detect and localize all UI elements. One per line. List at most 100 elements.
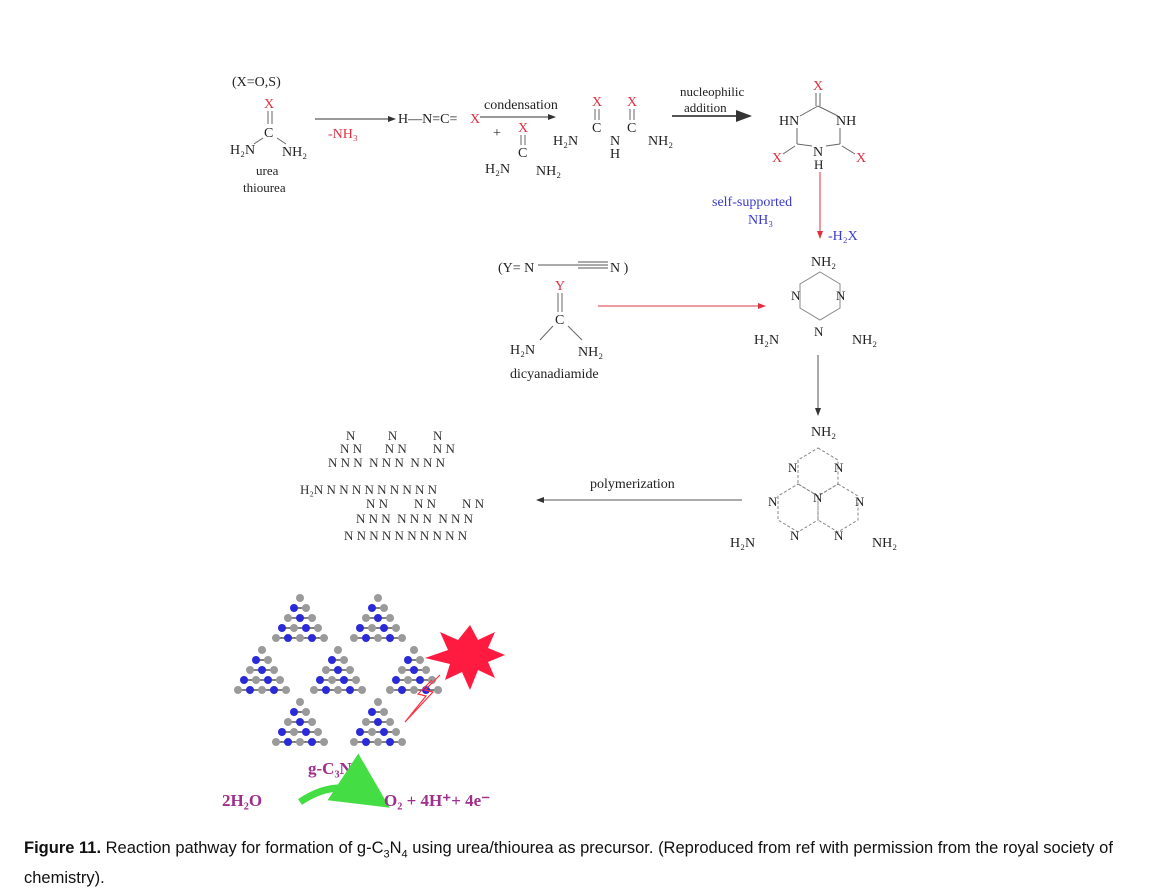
carbon-atom (290, 624, 298, 632)
c-atom: C (264, 126, 273, 141)
c-atom: C (518, 146, 527, 161)
amine-label: NH₂ (872, 536, 897, 551)
carbon-atom (264, 656, 272, 664)
isocyanic-acid: H—N=C= (398, 112, 457, 127)
carbon-atom (410, 686, 418, 694)
carbon-atom (350, 634, 358, 642)
lightning-icon (404, 674, 441, 723)
n-atom: N (788, 460, 798, 475)
nitrogen-atom (296, 718, 304, 726)
x-atom: X (627, 95, 637, 110)
nitrogen-atom (386, 738, 394, 746)
carbon-atom (374, 634, 382, 642)
nitrogen-atom (374, 718, 382, 726)
nitrogen-atom (270, 686, 278, 694)
polymer-row: N N N N N N N N N (328, 455, 446, 470)
melem-structure: NH₂ N N N N N N N H₂N NH₂ (730, 425, 897, 551)
carbon-atom (284, 718, 292, 726)
carbon-atom (302, 708, 310, 716)
nitrogen-atom (316, 676, 324, 684)
carbon-atom (246, 666, 254, 674)
nh3-label: NH₃ (748, 213, 773, 228)
c-atom: C (627, 121, 636, 136)
nitrogen-atom (264, 676, 272, 684)
carbon-atom (334, 686, 342, 694)
nitrogen-atom (278, 624, 286, 632)
carbon-atom (310, 686, 318, 694)
nitrogen-atom (258, 666, 266, 674)
n-atom: N (834, 460, 844, 475)
carbon-atom (380, 604, 388, 612)
carbon-atom (350, 738, 358, 746)
amine-label: H₂N (230, 143, 255, 158)
dicyandiamide-structure: (Y= N N ) Y C H₂N NH₂ dicyanadiamide (498, 261, 629, 382)
n-atom: N (836, 288, 846, 303)
carbon-atom (392, 624, 400, 632)
nitrogen-atom (380, 624, 388, 632)
nitrogen-atom (356, 728, 364, 736)
nitrogen-atom (308, 634, 316, 642)
polymer-row: N N N (346, 428, 443, 443)
n-atom: N (855, 494, 865, 509)
nitrogen-atom (398, 686, 406, 694)
oxygen-evolution-label: O₂ + 4H⁺+ 4e⁻ (384, 791, 490, 810)
nitrogen-atom (252, 656, 260, 664)
x-atom: X (813, 79, 823, 94)
light-burst-icon (425, 625, 505, 690)
carbon-atom (258, 686, 266, 694)
g-c3n4-label: g-C₃N₄ (308, 759, 357, 778)
carbon-atom (386, 614, 394, 622)
nitrogen-atom (362, 634, 370, 642)
cyanuric-ring: X HN NH X X N H (772, 79, 866, 172)
caption-subscript: 3 (383, 848, 390, 861)
nitrogen-atom (308, 738, 316, 746)
carbon-atom (380, 708, 388, 716)
water-label: 2H₂O (222, 791, 262, 810)
minus-nh3-label: -NH₃ (328, 127, 358, 142)
carbon-atom (320, 738, 328, 746)
carbon-atom (234, 686, 242, 694)
polymer-structure: N N N N N N N N N N N N N N N N N N H₂N … (300, 428, 485, 543)
carbon-atom (368, 624, 376, 632)
polymer-row: N N N N N N N N N N (344, 528, 468, 543)
plus-sign: + (493, 126, 501, 141)
amine-label: H₂N (510, 343, 535, 358)
carbon-atom (276, 676, 284, 684)
nitrogen-atom (404, 656, 412, 664)
n-atom: N (610, 134, 620, 149)
n-atom: N (814, 324, 824, 339)
figure-caption: Figure 11. Reaction pathway for formatio… (24, 836, 1134, 890)
nitrogen-atom (296, 614, 304, 622)
nh-atom: NH (836, 114, 856, 129)
nitrogen-atom (368, 604, 376, 612)
melamine-structure: NH₂ N N N H₂N NH₂ (754, 255, 877, 348)
nitrogen-atom (322, 686, 330, 694)
carbon-atom (320, 634, 328, 642)
nitrogen-atom (302, 624, 310, 632)
nucleophilic-label: nucleophilic (680, 84, 744, 99)
nitrogen-atom (284, 738, 292, 746)
urea-label: urea (256, 163, 279, 178)
nitrogen-atom (246, 686, 254, 694)
caption-text: N (389, 839, 402, 857)
carbon-atom (334, 646, 342, 654)
nitrogen-atom (410, 666, 418, 674)
n-atom: N (790, 528, 800, 543)
carbon-atom (308, 718, 316, 726)
x-atom: X (772, 151, 782, 166)
nitrogen-atom (340, 676, 348, 684)
h-atom: H (814, 157, 823, 172)
amine-label: H₂N (754, 333, 779, 348)
carbon-atom (270, 666, 278, 674)
minus-h2x-label: -H₂X (828, 229, 858, 244)
amine-label: H₂N (485, 162, 510, 177)
x-atom: X (856, 151, 866, 166)
hn-atom: HN (779, 114, 799, 129)
amine-label: NH₂ (536, 164, 561, 179)
carbon-atom (282, 686, 290, 694)
carbon-atom (386, 686, 394, 694)
nitrogen-atom (368, 708, 376, 716)
nitrogen-atom (362, 738, 370, 746)
nitrogen-atom (290, 708, 298, 716)
